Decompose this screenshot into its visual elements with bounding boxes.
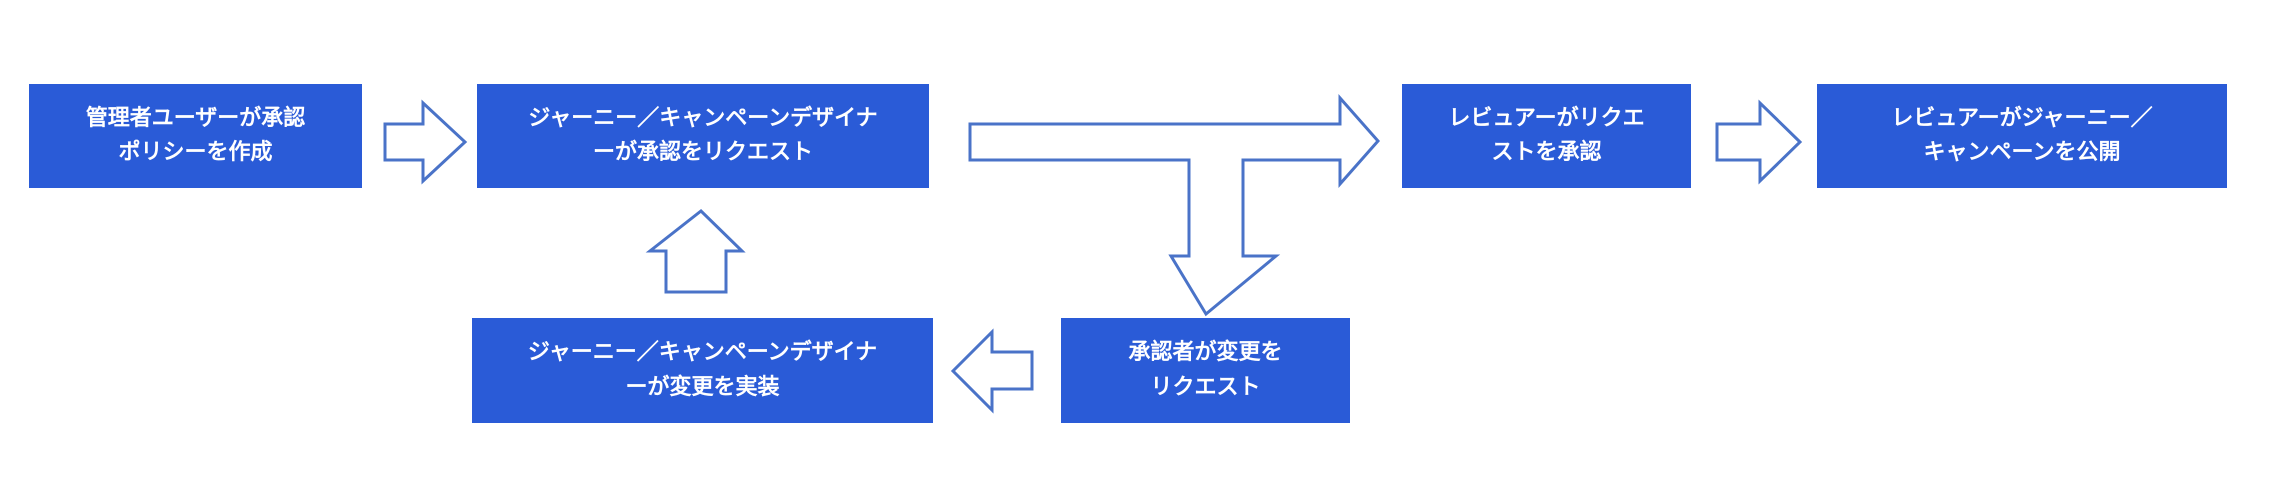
step-approver-requests-changes: 承認者が変更を リクエスト <box>1061 318 1350 423</box>
arrow-right-icon <box>1715 99 1803 185</box>
step-designer-implements-changes-line2: ーが変更を実装 <box>625 374 780 400</box>
step-reviewer-publishes-line2: キャンペーンを公開 <box>1923 140 2121 165</box>
step-approver-requests-changes-line2: リクエスト <box>1150 374 1261 400</box>
step-designer-implements-changes: ジャーニー／キャンペーンデザイナ ーが変更を実装 <box>472 318 933 423</box>
step-admin-create-policy-line2: ポリシーを作成 <box>118 140 273 165</box>
arrow-left-icon <box>950 328 1034 414</box>
step-designer-implements-changes-line1: ジャーニー／キャンペーンデザイナ <box>527 340 878 366</box>
step-reviewer-approves-line1: レビュアーがリクエ <box>1448 105 1645 131</box>
step-reviewer-approves-line2: ストを承認 <box>1491 140 1602 165</box>
step-designer-request-approval-line2: ーが承認をリクエスト <box>592 140 813 165</box>
step-admin-create-policy: 管理者ユーザーが承認 ポリシーを作成 <box>29 84 362 188</box>
step-designer-request-approval: ジャーニー／キャンペーンデザイナ ーが承認をリクエスト <box>477 84 929 188</box>
t-split-arrow-icon <box>968 94 1381 317</box>
step-admin-create-policy-line1: 管理者ユーザーが承認 <box>85 105 306 131</box>
step-approver-requests-changes-line1: 承認者が変更を <box>1128 340 1283 366</box>
arrow-up-icon <box>645 209 746 294</box>
arrow-right-icon <box>383 99 468 185</box>
step-reviewer-approves: レビュアーがリクエ ストを承認 <box>1402 84 1691 188</box>
step-designer-request-approval-line1: ジャーニー／キャンペーンデザイナ <box>528 105 878 131</box>
step-reviewer-publishes-line1: レビュアーがジャーニー／ <box>1891 105 2153 131</box>
step-reviewer-publishes: レビュアーがジャーニー／ キャンペーンを公開 <box>1817 84 2227 188</box>
